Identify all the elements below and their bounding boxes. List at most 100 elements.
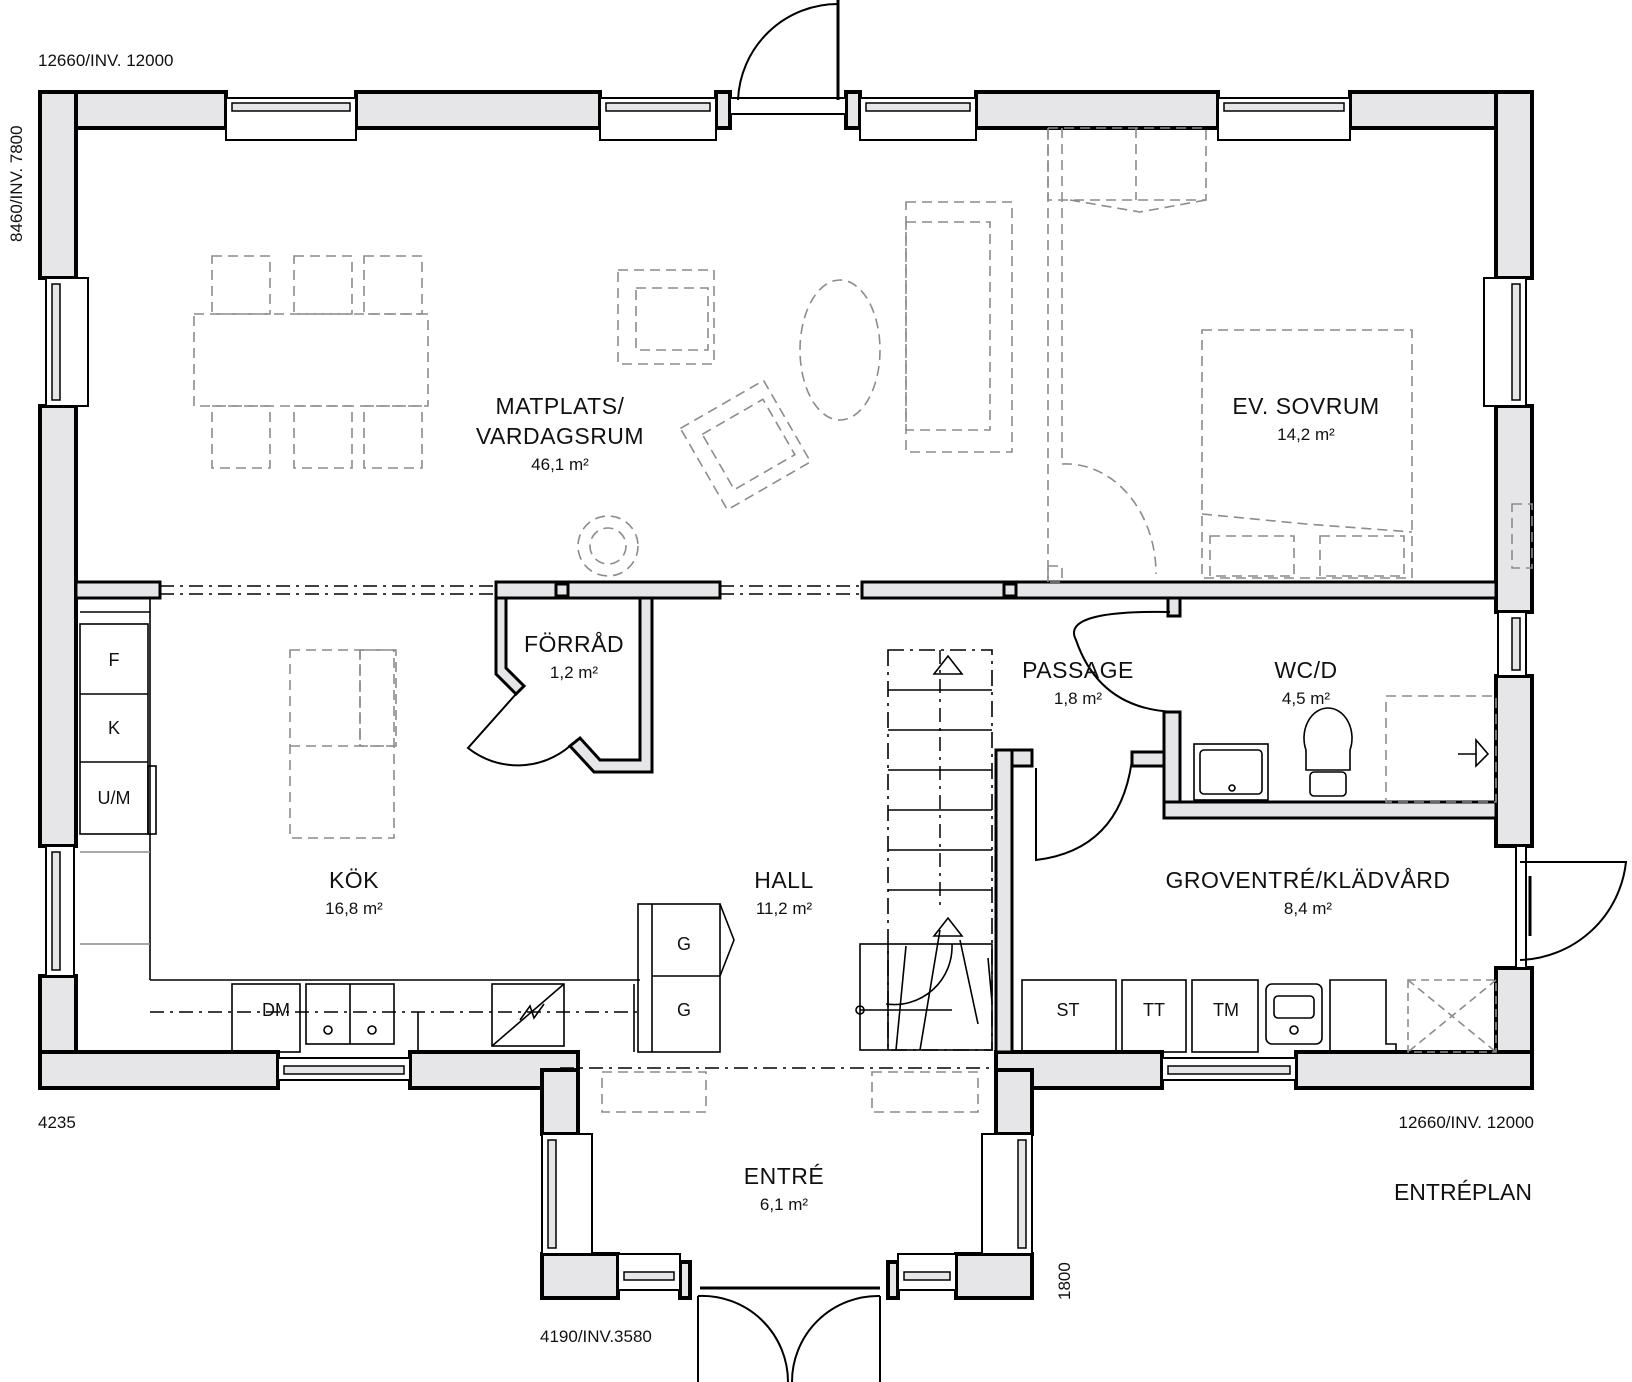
wall-wc-left-cap	[1130, 750, 1166, 768]
window-right-2-pane	[1511, 617, 1521, 671]
dim-entry-side: 1800	[1055, 1262, 1074, 1300]
tall-cabinets	[79, 623, 149, 835]
entry-bench-left	[601, 1071, 707, 1113]
dimension-labels: 12660/INV. 12000 8460/INV. 7800 4235 126…	[7, 51, 1534, 1346]
wall-left-2	[38, 404, 78, 848]
toilet	[1303, 707, 1353, 771]
wall-top-3	[974, 90, 1220, 130]
wall-top-door-jamb-right	[844, 90, 862, 130]
door-storage-swing	[466, 693, 571, 767]
entry-door-right-swing	[791, 1294, 881, 1382]
dashdot-lines	[150, 585, 996, 1069]
window-entry-bottom-right-pane	[903, 1271, 951, 1281]
room-wc-area: 4,5 m²	[1282, 689, 1331, 708]
door-passage-swing	[1035, 759, 1133, 862]
label-wardrobe-2: G	[677, 1000, 691, 1020]
dining-chair	[363, 255, 423, 315]
utility-sink	[1265, 983, 1323, 1045]
room-storage-name: FÖRRÅD	[524, 630, 624, 657]
furniture	[193, 127, 1533, 1113]
room-living-area: 46,1 m²	[531, 455, 589, 474]
window-top-1-pane	[231, 102, 351, 112]
room-living-name-line2: VARDAGSRUM	[476, 423, 644, 449]
dim-bottom-right: 12660/INV. 12000	[1399, 1113, 1535, 1132]
wall-right-3	[1494, 674, 1534, 848]
shower-area	[1385, 695, 1497, 803]
window-top-3-pane	[865, 102, 971, 112]
window-bottom-1-pane	[283, 1065, 405, 1075]
wall-mid-post-2	[1002, 582, 1018, 598]
dryer	[1121, 979, 1187, 1053]
room-hall-area: 11,2 m²	[756, 899, 813, 918]
room-mudroom-name: GROVENTRÉ/KLÄDVÅRD	[1165, 866, 1450, 893]
wall-mid-right	[860, 580, 1498, 600]
wc-fixtures	[1193, 707, 1490, 801]
kitchen-island	[289, 649, 395, 839]
dim-left-side: 8460/INV. 7800	[7, 125, 26, 242]
doors	[466, 0, 1628, 1382]
room-wc-name: WC/D	[1274, 657, 1337, 683]
room-living-name-line1: MATPLATS/	[496, 393, 625, 419]
wall-entry-left-upper	[540, 1068, 580, 1136]
mudroom-fixtures	[1021, 979, 1497, 1053]
fixture-labels: F K U/M DM G G ST TT TM	[98, 650, 1240, 1020]
door-wc-swing	[1073, 610, 1177, 713]
plan-title: ENTRÉPLAN	[1394, 1179, 1532, 1205]
door-top-swing	[737, 2, 839, 101]
radiator	[1511, 503, 1533, 569]
bed	[1201, 329, 1413, 579]
bedroom-wardrobe	[1047, 127, 1207, 201]
wall-right-2	[1494, 404, 1534, 614]
label-fridge: F	[109, 650, 120, 670]
entry-door-left-swing	[697, 1294, 790, 1382]
room-passage-name: PASSAGE	[1022, 657, 1134, 683]
wall-wc-door-jamb	[1166, 596, 1182, 618]
room-bedroom-area: 14,2 m²	[1277, 425, 1335, 444]
label-dryer: TT	[1143, 1000, 1165, 1020]
wall-bottom-1	[38, 1050, 280, 1090]
room-entry-area: 6,1 m²	[760, 1195, 809, 1214]
sofa-seat	[905, 221, 991, 431]
room-storage-area: 1,2 m²	[550, 663, 599, 682]
stove	[491, 983, 565, 1047]
window-entry-right-pane	[1017, 1139, 1027, 1249]
label-freezer: K	[108, 718, 120, 738]
label-wardrobe-1: G	[677, 934, 691, 954]
window-left-1-pane	[51, 283, 61, 401]
dining-table	[193, 313, 429, 407]
door-mud-swing	[1519, 861, 1628, 961]
interior-walls	[74, 580, 1498, 1054]
window-entry-left-pane	[547, 1139, 557, 1249]
dining-chair	[211, 255, 271, 315]
wall-mid-center	[494, 580, 722, 600]
wall-mid-post-1	[554, 582, 570, 598]
storage-shelf	[1407, 979, 1497, 1053]
wall-entry-door-jamb-right	[886, 1260, 900, 1300]
room-entry-name: ENTRÉ	[744, 1163, 824, 1189]
armchair-seat	[635, 287, 709, 351]
label-dishwasher: DM	[262, 1000, 290, 1020]
door-top-threshold	[729, 97, 847, 115]
plant	[577, 515, 639, 577]
kitchen-fixtures	[79, 598, 735, 1053]
dining-chair	[211, 405, 271, 469]
window-right-1-pane	[1511, 283, 1521, 401]
wall-mid-left	[74, 580, 162, 600]
bed-cover	[1201, 513, 1413, 533]
laundry-cabinet	[1329, 979, 1397, 1053]
room-bedroom-name: EV. SOVRUM	[1232, 393, 1379, 419]
room-passage-area: 1,8 m²	[1054, 689, 1103, 708]
label-drying-cabinet: ST	[1056, 1000, 1079, 1020]
room-hall-name: HALL	[754, 867, 814, 893]
wall-wc-left	[1162, 710, 1182, 814]
pillow	[1209, 535, 1295, 577]
armchair-rotated	[679, 379, 812, 511]
wall-entry-right-upper	[994, 1068, 1034, 1136]
floor-drain-arrow	[1475, 737, 1490, 768]
staircase	[855, 649, 993, 1051]
door-mud-frame	[1515, 845, 1527, 969]
label-washer: TM	[1213, 1000, 1239, 1020]
wall-right-1	[1494, 90, 1534, 280]
dining-chair	[293, 255, 353, 315]
entry-bench-right	[871, 1071, 979, 1113]
